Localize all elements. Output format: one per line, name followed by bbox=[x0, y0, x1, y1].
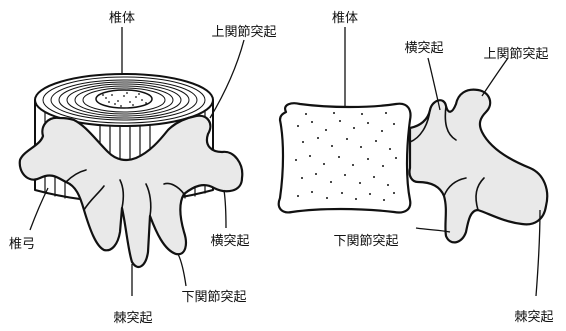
right-label-transverse-process: 横突起 bbox=[404, 40, 443, 56]
right-label-vertebral-body: 椎体 bbox=[332, 11, 358, 26]
right-label-superior-articular-process: 上関節突起 bbox=[483, 46, 548, 62]
left-label-transverse-process: 横突起 bbox=[210, 233, 249, 249]
left-label-superior-articular-process: 上関節突起 bbox=[211, 24, 276, 40]
right-label-spinous-process: 棘突起 bbox=[514, 309, 553, 325]
right-vertebra-illustration: 椎体 横突起 上関節突起 下関節突起 棘突起 bbox=[279, 11, 554, 325]
left-label-spinous-process: 棘突起 bbox=[113, 310, 152, 326]
left-label-vertebral-arch: 椎弓 bbox=[9, 237, 35, 252]
left-vertebra-illustration: 椎体 上関節突起 椎弓 横突起 下関節突起 棘突起 bbox=[9, 11, 277, 326]
right-label-inferior-articular-process: 下関節突起 bbox=[333, 233, 398, 249]
left-label-inferior-articular-process: 下関節突起 bbox=[181, 289, 246, 305]
left-nucleus bbox=[96, 90, 152, 108]
left-label-vertebral-body: 椎体 bbox=[109, 11, 135, 26]
